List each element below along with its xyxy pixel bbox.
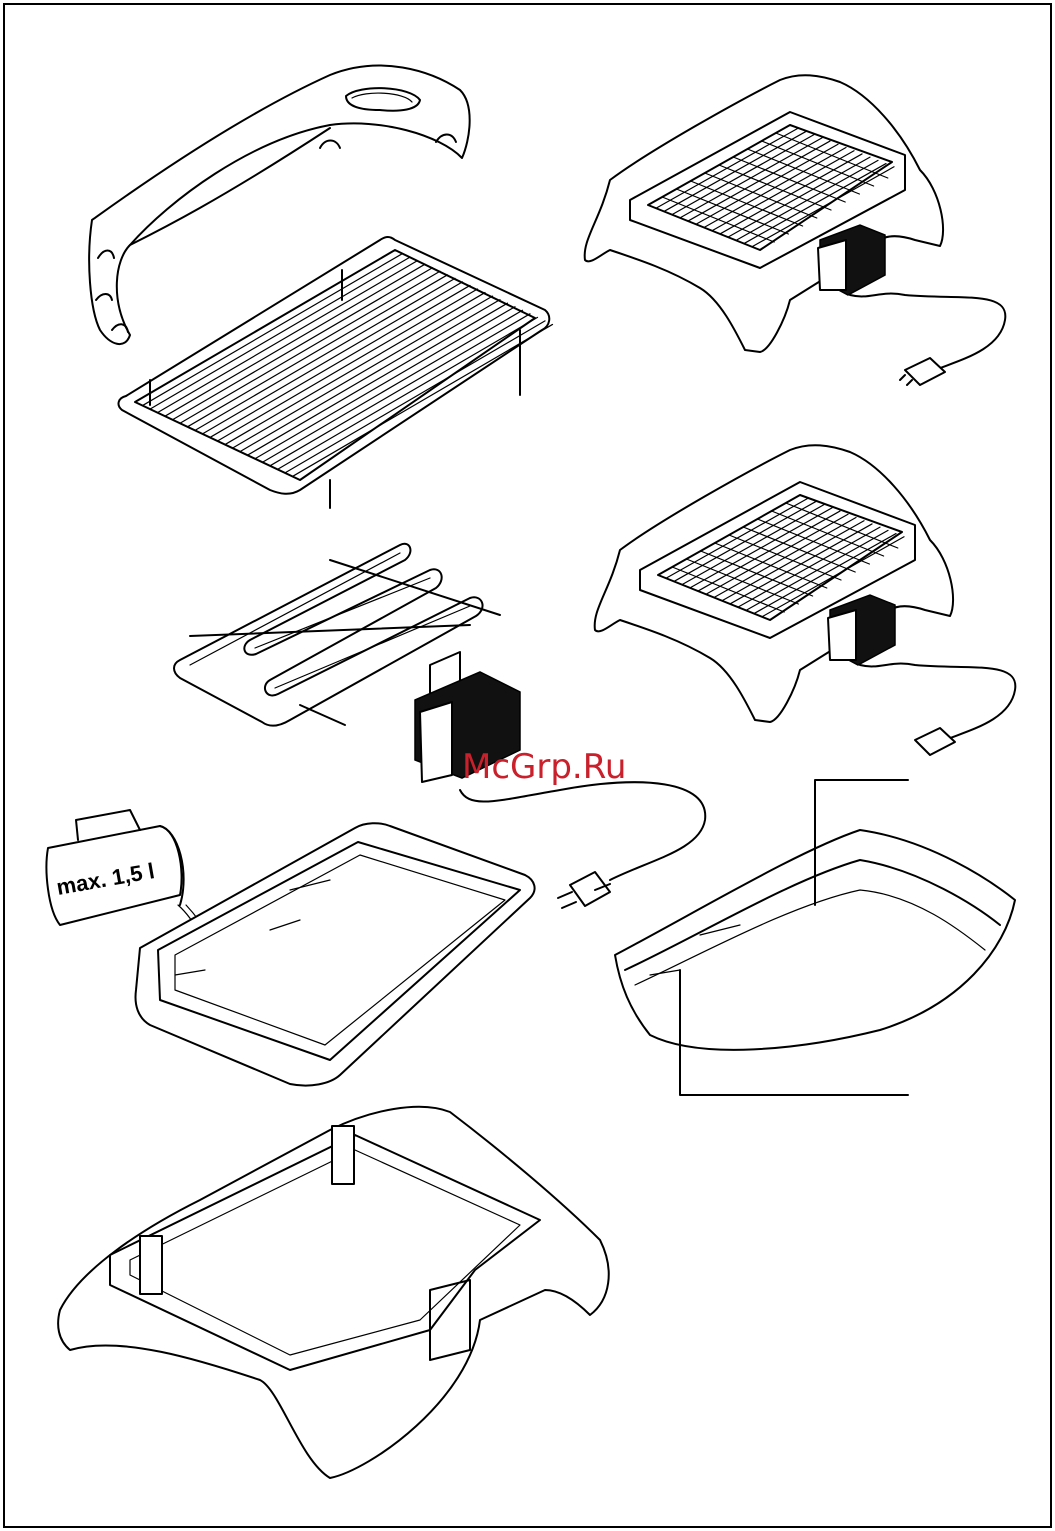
- rack-wire: [233, 296, 493, 448]
- rack-wire: [225, 293, 485, 445]
- rack-wire: [195, 278, 455, 430]
- rack-wire: [165, 264, 425, 416]
- rack-wire: [158, 261, 418, 413]
- rack-wire: [218, 289, 478, 441]
- tray-icon: [136, 823, 535, 1085]
- grill-assembled-icon: [595, 445, 1016, 755]
- plug-icon: [558, 872, 610, 908]
- grill-assembled-icon: [585, 75, 1006, 385]
- rack-wire: [150, 257, 410, 409]
- rack-wire: [203, 282, 463, 434]
- rack-wire: [180, 271, 440, 423]
- rack-wire: [293, 324, 553, 476]
- rack-wire: [210, 285, 470, 437]
- rack-wire: [240, 300, 500, 452]
- rack-wire: [270, 314, 530, 466]
- rack-wire: [255, 307, 515, 459]
- rack-wire: [278, 317, 538, 469]
- tray-detail-icon: [615, 780, 1015, 1095]
- base-frame-icon: [58, 1107, 609, 1478]
- rack-wire: [285, 321, 545, 473]
- watermark-text: McGrp.Ru: [462, 747, 626, 787]
- grill-rack-icon: [119, 237, 553, 508]
- rack-wire: [263, 310, 523, 462]
- rack-wire: [143, 254, 403, 406]
